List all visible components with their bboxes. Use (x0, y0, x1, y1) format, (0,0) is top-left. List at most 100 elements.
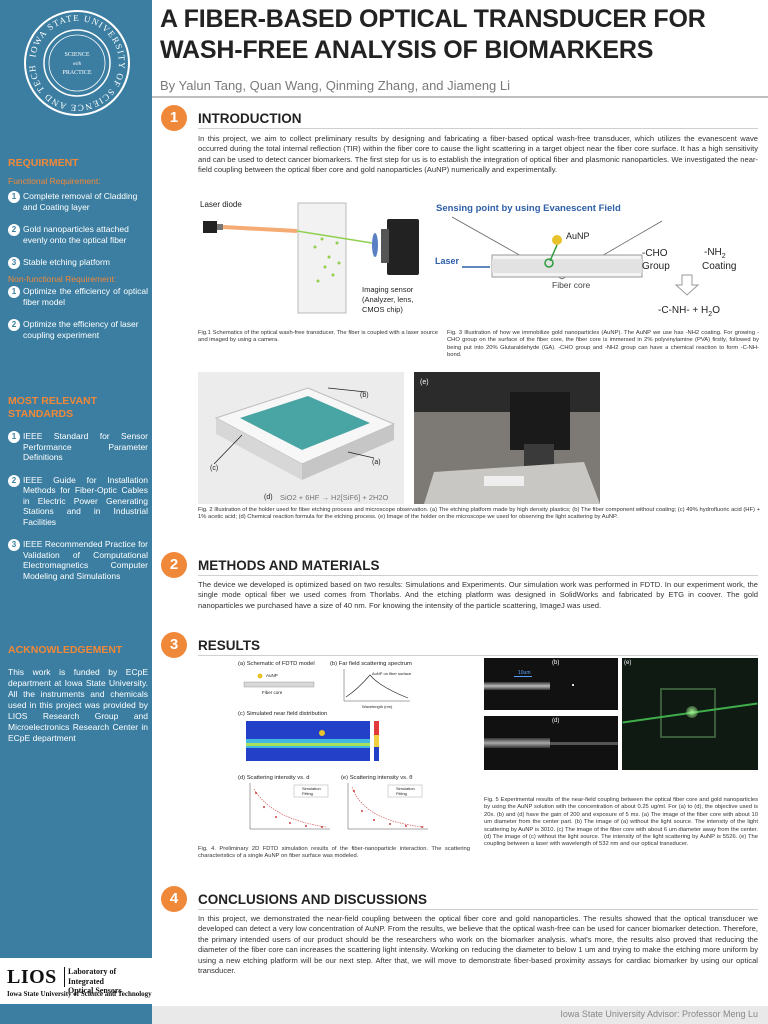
spectrum-curve (345, 674, 409, 699)
authors: By Yalun Tang, Quan Wang, Qinming Zhang,… (160, 78, 511, 93)
fig4-caption: Fig. 4. Preliminary 2D FDTD simulation r… (198, 846, 470, 860)
svg-text:(c) Simulated near field distr: (c) Simulated near field distribution (238, 711, 327, 717)
svg-text:(d) Scattering intensity vs. d: (d) Scattering intensity vs. d (238, 775, 310, 781)
section-rule (198, 909, 758, 910)
seal-center-1: SCIENCE (64, 52, 89, 58)
lios-divider (64, 967, 65, 987)
ack-body: This work is funded by ECpE department a… (8, 667, 148, 743)
seal-center-3: PRACTICE (62, 70, 91, 76)
svg-text:AuNP on fiber surface: AuNP on fiber surface (372, 671, 412, 676)
fig3-caption: Fig. 3 Illustration of how we immobilize… (447, 330, 759, 359)
fig4-fdtd-results: (a) Schematic of FDTD model AuNP Fiber c… (238, 661, 428, 830)
fig3-title: Sensing point by using Evanescent Field (436, 203, 621, 214)
section-title-introduction: INTRODUCTION (198, 111, 302, 126)
methods-body: The device we developed is optimized bas… (198, 580, 758, 610)
fig2-etching-platform: (b) (c) (a) (d) SiO2 + 6HF → H2[SiF6] + … (198, 372, 404, 504)
section-title-conclusions: CONCLUSIONS AND DISCUSSIONS (198, 892, 428, 907)
section-number: 1 (161, 105, 187, 131)
etching-equation: SiO2 + 6HF → H2[SiF6] + 2H2O (280, 493, 389, 502)
section-rule (198, 128, 758, 129)
section-rule (198, 575, 758, 576)
poster-title: A FIBER-BASED OPTICAL TRANSDUCER FOR WAS… (160, 4, 760, 66)
svg-text:(c): (c) (210, 465, 218, 472)
svg-text:(a) Schematic of FDTD model: (a) Schematic of FDTD model (238, 661, 315, 667)
svg-text:(b) Far field scattering spect: (b) Far field scattering spectrum (330, 661, 412, 667)
section-rule (198, 655, 758, 656)
header-rule (152, 96, 768, 98)
sidebar: IOWA STATE UNIVERSITY OF SCIENCE AND TEC… (0, 0, 152, 1024)
section-number: 2 (161, 552, 187, 578)
fig5e-laser-coupling-image: (e) (622, 658, 758, 770)
fig3-laser-label: Laser (435, 256, 460, 266)
fig3-fiber-label: Fiber core (552, 280, 591, 290)
fig2e-microscope-photo: (e) (414, 372, 600, 504)
section-number: 3 (161, 632, 187, 658)
fig2-caption: Fig. 2 Illustration of the holder used f… (198, 507, 760, 521)
functional-heading: Functional Requirement: (8, 176, 101, 186)
requirement-heading: REQUIRMENT (8, 157, 79, 169)
fig5b-fiber-image: (b) (550, 658, 618, 710)
title-line-2: WASH-FREE ANALYSIS OF BIOMARKERS (160, 36, 654, 64)
footer-text: Iowa State University Advisor: Professor… (560, 1009, 758, 1019)
fig3-aunp-label: AuNP (566, 231, 590, 241)
down-arrow-icon (674, 274, 700, 296)
svg-text:Wavelength (nm): Wavelength (nm) (362, 704, 393, 709)
section-title-results: RESULTS (198, 638, 261, 653)
svg-text:AuNP: AuNP (266, 673, 278, 678)
fig5d-fiber-image: (d) (550, 716, 618, 770)
svg-text:(a): (a) (372, 459, 381, 466)
svg-text:(Analyzer, lens,: (Analyzer, lens, (362, 295, 413, 304)
ack-heading: ACKNOWLEDGEMENT (8, 644, 123, 656)
intro-body: In this project, we aim to collect preli… (198, 134, 758, 175)
nonfunctional-heading: Non-functional Requirement: (8, 274, 117, 284)
conclusions-body: In this project, we demonstrated the nea… (198, 914, 758, 976)
svg-text:(e) Scattering intensity vs. θ: (e) Scattering intensity vs. θ (341, 775, 413, 781)
fig3-nh2-line1: -NH2 (704, 247, 726, 260)
svg-text:(b): (b) (360, 392, 369, 399)
standards-heading: MOST RELEVANT STANDARDS (8, 395, 98, 420)
lios-wordmark: LIOS (7, 966, 57, 988)
svg-text:Simulation: Simulation (396, 786, 415, 791)
footer: Iowa State University Advisor: Professor… (152, 1006, 768, 1024)
fig5-caption: Fig. 5 Experimental results of the near-… (484, 797, 758, 848)
fig1-transducer-schematic: Laser diode Imaging sensor (Analyzer, le… (200, 200, 419, 314)
svg-text:(d): (d) (264, 494, 273, 501)
fiber-holder-tank (297, 202, 347, 314)
svg-text:Fitting: Fitting (396, 791, 407, 796)
seal-center-2: with (73, 62, 82, 67)
svg-text:Fiber core: Fiber core (262, 690, 283, 695)
fig1-sensor-label: Imaging sensor (362, 285, 414, 294)
lens-icon (372, 233, 378, 257)
fig3-cho-line1: -CHO (642, 248, 668, 259)
fig3-immobilization-diagram: Sensing point by using Evanescent Field … (435, 203, 736, 318)
acid-bath (240, 396, 370, 450)
svg-text:(e): (e) (420, 379, 429, 386)
ack-block: ACKNOWLEDGEMENT This work is funded by E… (8, 644, 148, 744)
scattering-particles (313, 237, 341, 283)
fig1-caption: Fig.1 Schematics of the optical wash-fre… (198, 330, 438, 344)
aunp-icon (552, 235, 562, 245)
section-number: 4 (161, 886, 187, 912)
lios-university: Iowa State University of Science and Tec… (7, 990, 152, 998)
fig1-laser-label: Laser diode (200, 200, 242, 209)
svg-text:Fitting: Fitting (302, 791, 313, 796)
laser-diode-icon (203, 221, 217, 233)
university-seal-icon: IOWA STATE UNIVERSITY OF SCIENCE AND TEC… (22, 8, 130, 116)
svg-text:Simulation: Simulation (302, 786, 321, 791)
fig3-nh2-line2: Coating (702, 261, 736, 272)
section-title-methods: METHODS AND MATERIALS (198, 558, 380, 573)
title-line-1: A FIBER-BASED OPTICAL TRANSDUCER FOR (160, 5, 706, 33)
fig3-cho-line2: Group (642, 261, 670, 272)
